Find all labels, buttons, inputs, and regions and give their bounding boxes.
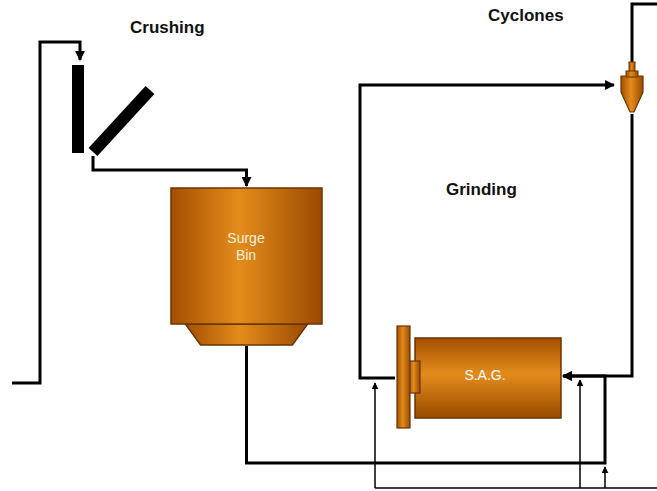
cyclone-inlet	[626, 71, 638, 77]
water-line	[579, 380, 581, 488]
cyclone-outline	[614, 62, 650, 114]
swing-jaw	[93, 90, 150, 152]
water-line	[375, 487, 657, 489]
mill-flange	[397, 326, 410, 428]
flow-line	[93, 156, 247, 186]
surge-bin-outline	[170, 186, 323, 346]
sag-mill: S.A.G.	[395, 325, 563, 429]
bin-cone	[185, 324, 307, 345]
section-label: Grinding	[446, 180, 517, 200]
unit-heading: Cyclones	[488, 6, 564, 26]
unit-heading: Crushing	[130, 18, 205, 38]
surge-bin: Surge Bin	[170, 186, 323, 346]
flow-line	[563, 114, 632, 376]
water-line	[374, 383, 376, 488]
bin-body	[171, 188, 322, 324]
ore-feed-line	[12, 42, 80, 383]
cyclone: Cyclones	[614, 62, 650, 114]
unit-label: S.A.G.	[415, 367, 555, 384]
mill-shell	[415, 338, 561, 418]
jaw-crusher-outline	[66, 60, 158, 156]
water-line	[604, 467, 606, 488]
unit-label: Surge Bin	[216, 230, 276, 264]
fixed-jaw	[72, 65, 84, 153]
jaw-crusher: Crushing	[66, 60, 158, 156]
overflow-line	[632, 4, 657, 62]
cyclone-body	[621, 76, 643, 112]
